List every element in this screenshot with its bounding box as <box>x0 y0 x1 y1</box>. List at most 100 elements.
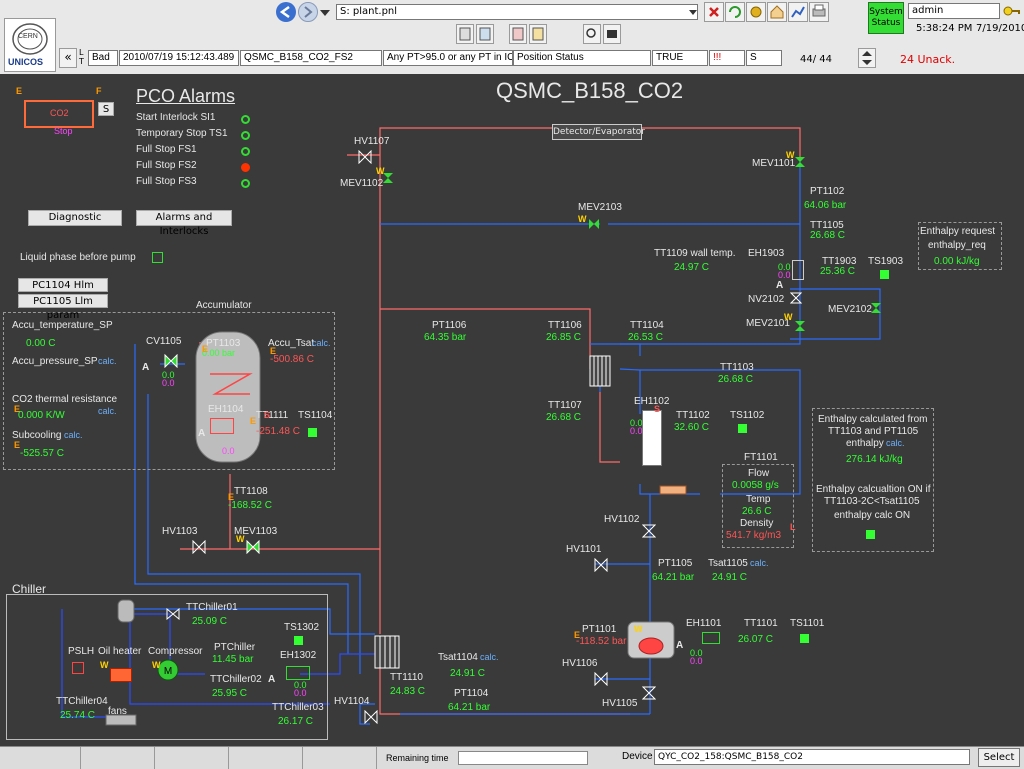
alarm-lamp-ts1[interactable] <box>241 131 250 140</box>
back-arrow-icon[interactable] <box>276 2 296 22</box>
tool-button-3[interactable] <box>509 24 527 44</box>
tool-button-6[interactable] <box>603 24 621 44</box>
mev2102-label[interactable]: MEV2102 <box>828 304 872 315</box>
ts1102-label[interactable]: TS1102 <box>730 410 765 421</box>
eh1101-label[interactable]: EH1101 <box>686 618 722 629</box>
mev2103-label[interactable]: MEV2103 <box>578 202 622 213</box>
hv1104-valve-icon[interactable] <box>364 709 378 725</box>
eh1102-heater-icon[interactable] <box>642 410 662 466</box>
ttchiller01-label[interactable]: TTChiller01 <box>186 602 238 613</box>
hv1103-label[interactable]: HV1103 <box>162 526 198 537</box>
alarm-status-cell[interactable]: Bad <box>88 50 118 66</box>
tt1102-label[interactable]: TT1102 <box>676 410 710 421</box>
close-panel-button[interactable] <box>704 2 724 22</box>
device-field[interactable]: QYC_CO2_158:QSMC_B158_CO2 <box>654 749 970 765</box>
pt1101-label[interactable]: PT1101 <box>582 624 617 635</box>
compressor-label[interactable]: Compressor <box>148 646 203 657</box>
ttchiller02-label[interactable]: TTChiller02 <box>210 674 262 685</box>
tool-button-1[interactable] <box>456 24 474 44</box>
hv1106-valve-icon[interactable] <box>594 671 608 687</box>
system-status-button[interactable]: System Status <box>868 2 904 34</box>
eh1903-label[interactable]: EH1903 <box>748 248 785 259</box>
pt1106-label[interactable]: PT1106 <box>432 320 467 331</box>
tt1903-label[interactable]: TT1903 <box>822 256 857 267</box>
alarm-scroll-button[interactable] <box>858 48 876 68</box>
ts1104-label[interactable]: TS1104 <box>298 410 333 421</box>
tt1111-label[interactable]: TT1111 <box>256 410 289 421</box>
ttchiller03-label[interactable]: TTChiller03 <box>272 702 324 713</box>
alarm-description-cell[interactable]: Any PT>95.0 or any PT in IOE <box>383 50 513 66</box>
home-button[interactable] <box>767 2 787 22</box>
tt1105-label[interactable]: TT1105 <box>810 220 844 231</box>
fans-label[interactable]: fans <box>108 706 127 717</box>
mev2103-valve-icon[interactable] <box>588 218 600 230</box>
tsat1104-label[interactable]: Tsat1104 <box>438 652 478 663</box>
ttchiller04-label[interactable]: TTChiller04 <box>56 696 108 707</box>
nv2102-valve-icon[interactable] <box>789 292 803 304</box>
tsat1105-label[interactable]: Tsat1105 <box>708 558 748 569</box>
mev1101-label[interactable]: MEV1101 <box>752 158 796 169</box>
tt1106-label[interactable]: TT1106 <box>548 320 582 331</box>
cv1105-label[interactable]: CV1105 <box>146 336 182 347</box>
ptchiller-label[interactable]: PTChiller <box>214 642 256 653</box>
hv1106-label[interactable]: HV1106 <box>562 658 598 669</box>
tt1110-label[interactable]: TT1110 <box>390 672 423 683</box>
alarm-lamp-fs2[interactable] <box>241 163 250 172</box>
pt1103-label[interactable]: PT1103 <box>206 338 241 349</box>
hv1102-valve-icon[interactable] <box>641 524 657 538</box>
hv1104-label[interactable]: HV1104 <box>334 696 370 707</box>
hv1107-label[interactable]: HV1107 <box>354 136 390 147</box>
eh1102-label[interactable]: EH1102 <box>634 396 670 407</box>
collapse-button[interactable]: « <box>59 48 77 68</box>
history-dropdown-icon[interactable] <box>318 6 332 18</box>
eh1302-heater-icon[interactable] <box>286 666 310 680</box>
hv1101-valve-icon[interactable] <box>594 557 608 573</box>
tt1107-label[interactable]: TT1107 <box>548 400 582 411</box>
ft1101-label[interactable]: FT1101 <box>744 452 778 463</box>
oil-heater-icon[interactable] <box>110 668 132 682</box>
panel-path-dropdown-icon[interactable] <box>688 5 698 19</box>
trend-button[interactable] <box>788 2 808 22</box>
alarm-domain-cell[interactable]: Position Status <box>513 50 651 66</box>
tt1109-label[interactable]: TT1109 wall temp. <box>654 248 736 259</box>
diagnostic-button[interactable]: Diagnostic <box>28 210 122 226</box>
panel-path-input[interactable]: S: plant.pnl <box>336 4 698 20</box>
print-button[interactable] <box>809 2 829 22</box>
hv1105-valve-icon[interactable] <box>641 686 657 700</box>
enthalpy-request-label[interactable]: enthalpy_req <box>928 240 986 251</box>
pt1105-label[interactable]: PT1105 <box>658 558 693 569</box>
hv1105-label[interactable]: HV1105 <box>602 698 638 709</box>
alarm-lamp-fs3[interactable] <box>241 179 250 188</box>
mev1102-valve-icon[interactable] <box>382 172 394 184</box>
hv1102-label[interactable]: HV1102 <box>604 514 640 525</box>
detector-evaporator-box[interactable]: Detector/Evaporator <box>552 124 645 140</box>
pc1105-param-button[interactable]: PC1105 Llm param <box>18 294 108 321</box>
accu-temp-sp-label[interactable]: Accu_temperature_SP <box>12 320 113 331</box>
co2-s-button[interactable]: S <box>98 102 114 116</box>
ts1903-label[interactable]: TS1903 <box>868 256 904 267</box>
eh1104-heater-icon[interactable] <box>210 418 234 434</box>
nv2102-label[interactable]: NV2102 <box>748 294 785 305</box>
oil-heater-label[interactable]: Oil heater <box>98 646 142 657</box>
mev1103-label[interactable]: MEV1103 <box>234 526 278 537</box>
enthalpy-request-value[interactable]: 0.00 kJ/kg <box>934 256 980 267</box>
alarm-ack-cell[interactable]: S <box>746 50 782 66</box>
alarm-timestamp-cell[interactable]: 2010/07/19 15:12:43.489 <box>119 50 239 66</box>
mev1101-valve-icon[interactable] <box>794 156 806 168</box>
user-field[interactable]: admin <box>908 3 1000 19</box>
alarm-flag-cell[interactable]: !!! <box>709 50 745 66</box>
chiller-valve-icon[interactable] <box>166 607 180 621</box>
pt1102-label[interactable]: PT1102 <box>810 186 845 197</box>
select-button[interactable]: Select <box>978 748 1020 767</box>
pc1104-param-button[interactable]: PC1104 Hlm param <box>18 278 108 305</box>
alarm-lamp-si1[interactable] <box>241 115 250 124</box>
forward-arrow-icon[interactable] <box>298 2 318 22</box>
config-button[interactable] <box>746 2 766 22</box>
accu-temp-sp-value[interactable]: 0.00 C <box>26 338 56 349</box>
ts1101-label[interactable]: TS1101 <box>790 618 825 629</box>
hv1103-valve-icon[interactable] <box>192 539 206 555</box>
eh1101-heater-icon[interactable] <box>702 632 720 644</box>
hv1107-valve-icon[interactable] <box>358 149 372 165</box>
accu-pressure-sp-label[interactable]: Accu_pressure_SP <box>12 356 98 367</box>
tt1108-label[interactable]: TT1108 <box>234 486 268 497</box>
